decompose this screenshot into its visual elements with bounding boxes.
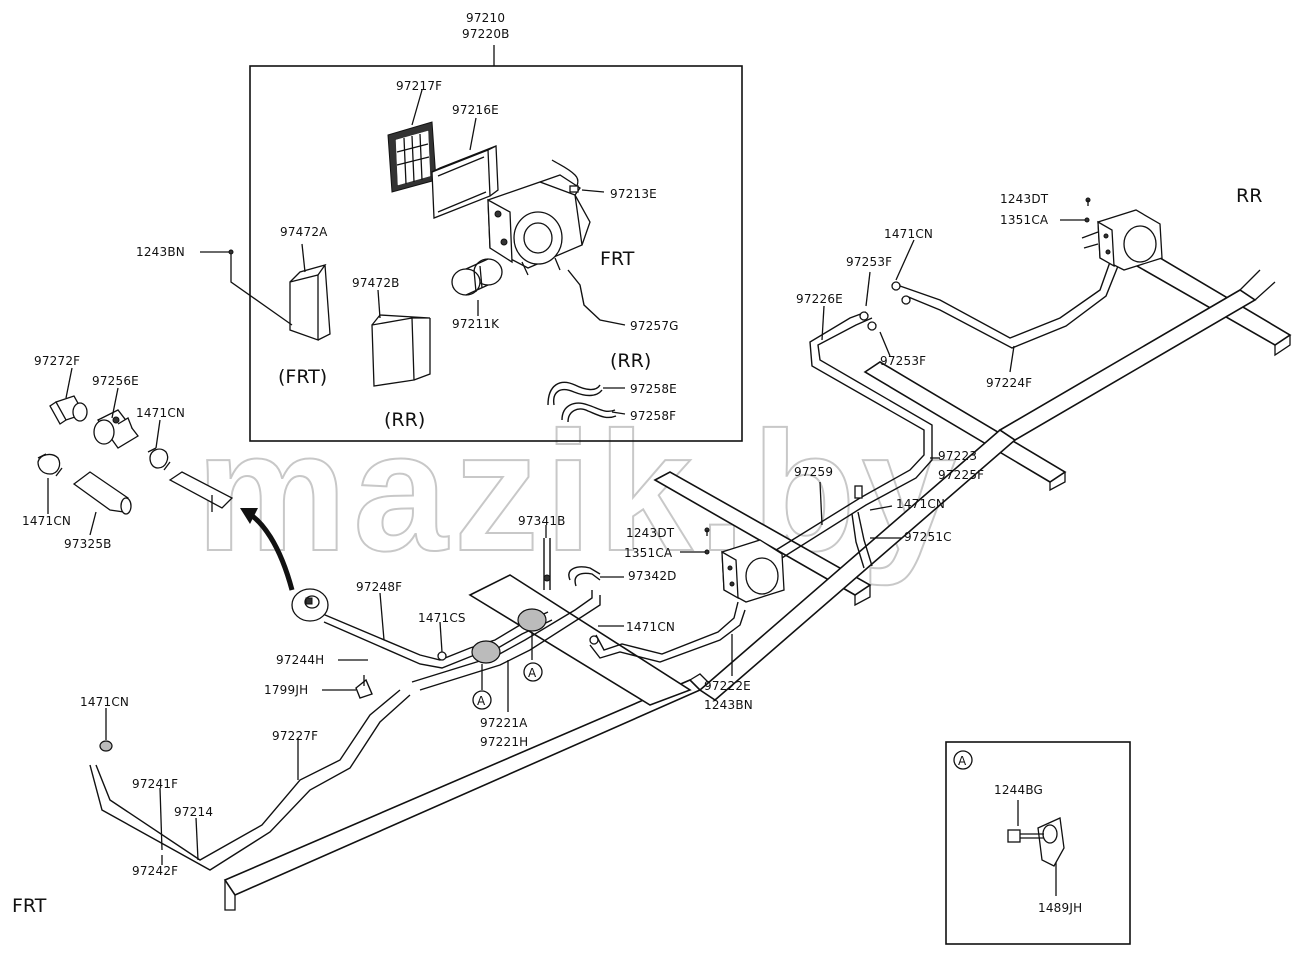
label-97241F: 97241F	[132, 777, 178, 791]
label-97472B: 97472B	[352, 276, 400, 290]
rear-heater-rr	[1081, 209, 1163, 271]
label-97211K: 97211K	[452, 317, 500, 331]
label-97224F: 97224F	[986, 376, 1032, 390]
heater-drain-hose	[567, 269, 626, 326]
ref-marker-a-1: A	[477, 694, 486, 708]
label-97221H: 97221H	[480, 735, 528, 749]
blower-motor	[451, 258, 503, 296]
center-clamps: A A	[471, 538, 601, 710]
label-97222E: 97222E	[704, 679, 751, 693]
label-1243DT-center: 1243DT	[626, 526, 675, 540]
label-rr-clips: (RR)	[610, 350, 651, 372]
label-1471CN-rear: 1471CN	[884, 227, 933, 241]
label-97227F: 97227F	[272, 729, 318, 743]
inset-header-2: 97220B	[462, 27, 510, 41]
label-97244H: 97244H	[276, 653, 324, 667]
label-1351CA-center: 1351CA	[624, 546, 673, 560]
label-97251C: 97251C	[904, 530, 952, 544]
detail-box-a: A 1244BG 1489JH	[945, 741, 1131, 945]
label-97221A: 97221A	[480, 716, 528, 730]
label-97217F: 97217F	[396, 79, 442, 93]
watermark: mazik.by	[196, 397, 962, 587]
heater-case	[487, 174, 591, 276]
label-97225F: 97225F	[938, 468, 984, 482]
water-valve-parts	[37, 367, 234, 536]
label-rr-bracket: (RR)	[384, 409, 425, 431]
hose-clips	[547, 381, 626, 423]
label-1351CA-rear: 1351CA	[1000, 213, 1049, 227]
detail-box-marker: A	[958, 754, 967, 768]
bracket-rear	[371, 289, 431, 387]
clip-1799JH	[355, 678, 373, 699]
label-1243DT-rear: 1243DT	[1000, 192, 1049, 206]
label-1489JH: 1489JH	[1038, 901, 1082, 915]
label-97256E: 97256E	[92, 374, 139, 388]
label-97341B: 97341B	[518, 514, 566, 528]
label-frt-heater: FRT	[600, 248, 635, 270]
label-rr: RR	[1236, 185, 1262, 207]
ref-marker-a-2: A	[528, 666, 537, 680]
label-frt: FRT	[12, 895, 47, 917]
bracket-front	[289, 243, 331, 341]
label-97213E: 97213E	[610, 187, 657, 201]
label-97259: 97259	[794, 465, 833, 479]
label-97253F-low: 97253F	[880, 354, 926, 368]
label-1471CN-center: 1471CN	[626, 620, 675, 634]
inset-header-1: 97210	[466, 11, 505, 25]
label-97272F: 97272F	[34, 354, 80, 368]
rear-heater-center	[721, 539, 785, 603]
label-1471CN-leftlow: 1471CN	[22, 514, 71, 528]
label-97253F-top: 97253F	[846, 255, 892, 269]
front-valve-on-pipe	[291, 588, 329, 622]
label-1471CN-front: 1471CN	[80, 695, 129, 709]
detail-arrow-head	[240, 508, 258, 524]
label-97223: 97223	[938, 449, 977, 463]
label-1243BN-center: 1243BN	[704, 698, 753, 712]
label-97258F: 97258F	[630, 409, 676, 423]
label-1243BN-top: 1243BN	[136, 245, 185, 259]
heater-unit-inset: 97210 97220B	[249, 11, 743, 442]
label-1799JH: 1799JH	[264, 683, 308, 697]
label-97214: 97214	[174, 805, 213, 819]
label-97472A: 97472A	[280, 225, 328, 239]
label-97216E: 97216E	[452, 103, 499, 117]
label-97242F: 97242F	[132, 864, 178, 878]
label-97226E: 97226E	[796, 292, 843, 306]
label-97342D: 97342D	[628, 569, 677, 583]
front-cap	[99, 740, 113, 752]
label-frt-bracket: (FRT)	[278, 366, 327, 388]
label-1471CN-left: 1471CN	[136, 406, 185, 420]
label-1471CS: 1471CS	[418, 611, 466, 625]
label-97325B: 97325B	[64, 537, 112, 551]
label-1244BG: 1244BG	[994, 783, 1043, 797]
vehicle-frame	[223, 251, 1292, 911]
leader-lines	[105, 239, 1015, 865]
heater-core	[431, 144, 499, 219]
label-1471CN-mid: 1471CN	[896, 497, 945, 511]
label-97248F: 97248F	[356, 580, 402, 594]
filter-element	[387, 121, 437, 193]
label-97257G: 97257G	[630, 319, 679, 333]
label-97258E: 97258E	[630, 382, 677, 396]
